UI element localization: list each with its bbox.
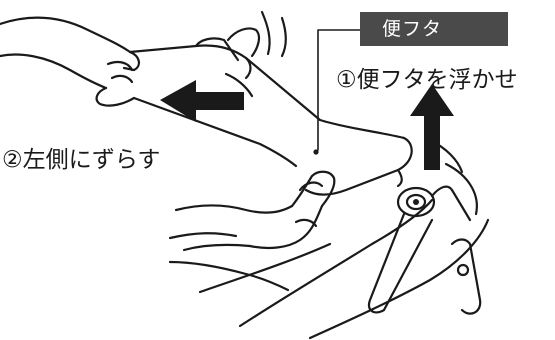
part-name-label: 便フタ: [360, 12, 508, 46]
lower-hand: [170, 172, 334, 290]
upper-hand: [0, 18, 139, 106]
arrow-left-icon: [160, 80, 244, 122]
toilet-seat: [200, 140, 488, 338]
arrow-up-icon: [410, 84, 454, 170]
step-1-label: ①便フタを浮かせ: [336, 60, 518, 94]
step-2-label: ②左側にずらす: [2, 140, 160, 174]
seat-hinge: [369, 187, 480, 314]
